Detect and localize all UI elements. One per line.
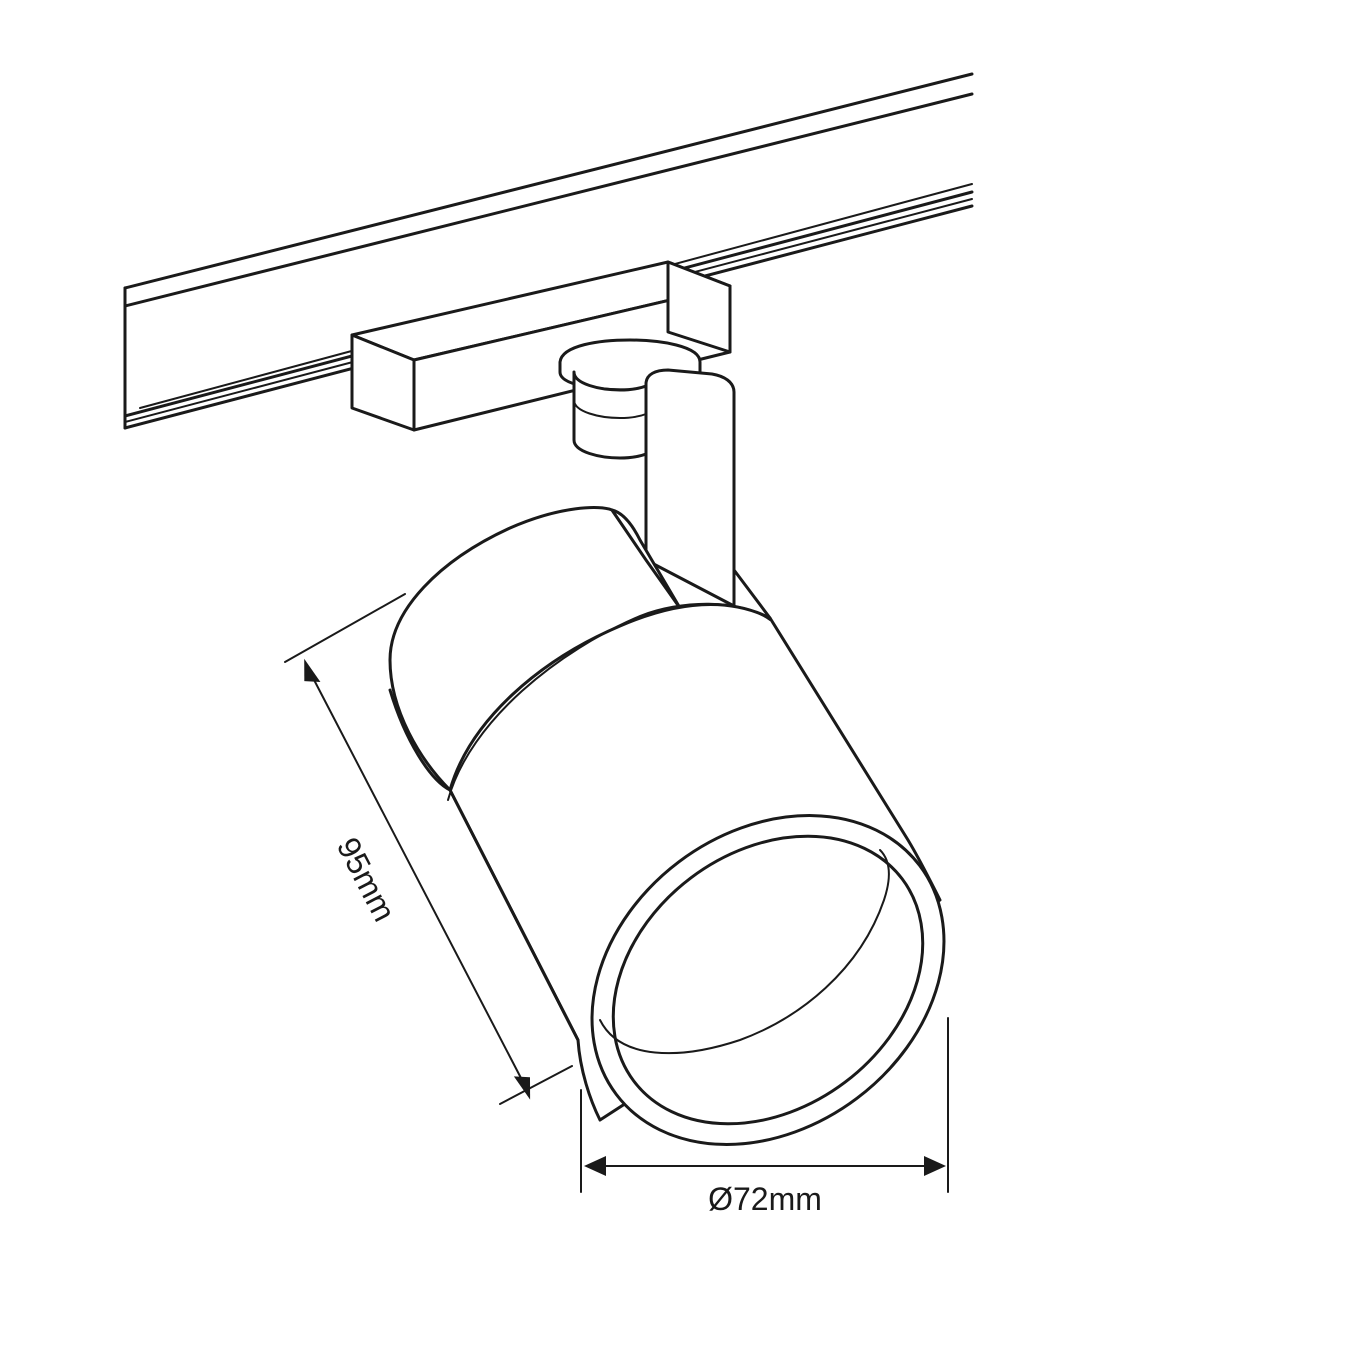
lamp-seam-ring <box>447 602 771 801</box>
rail-top-front-edge <box>123 92 974 308</box>
diameter-arrow-left <box>584 1156 606 1176</box>
diameter-arrow-right <box>924 1156 946 1176</box>
dimension-diameter: Ø72mm <box>580 1017 949 1217</box>
lamp-left-edge <box>448 788 580 1042</box>
rail-top-back-edge <box>123 72 974 290</box>
diameter-label: Ø72mm <box>708 1181 822 1217</box>
length-extension-bottom <box>499 1065 573 1105</box>
lamp-rear-cap <box>388 506 682 792</box>
length-extension-top <box>284 593 406 663</box>
lamp-rear-cap-edge <box>610 508 682 610</box>
arm-front-face <box>644 368 736 608</box>
length-arrow-bottom <box>513 1076 531 1100</box>
length-arrow-top <box>304 658 321 682</box>
length-label: 95mm <box>330 832 403 927</box>
length-dimension-line <box>311 675 523 1081</box>
lamp-rear-left-edge <box>388 688 452 792</box>
lamp-front <box>590 814 946 1146</box>
front-lens-reflector <box>599 849 890 1055</box>
